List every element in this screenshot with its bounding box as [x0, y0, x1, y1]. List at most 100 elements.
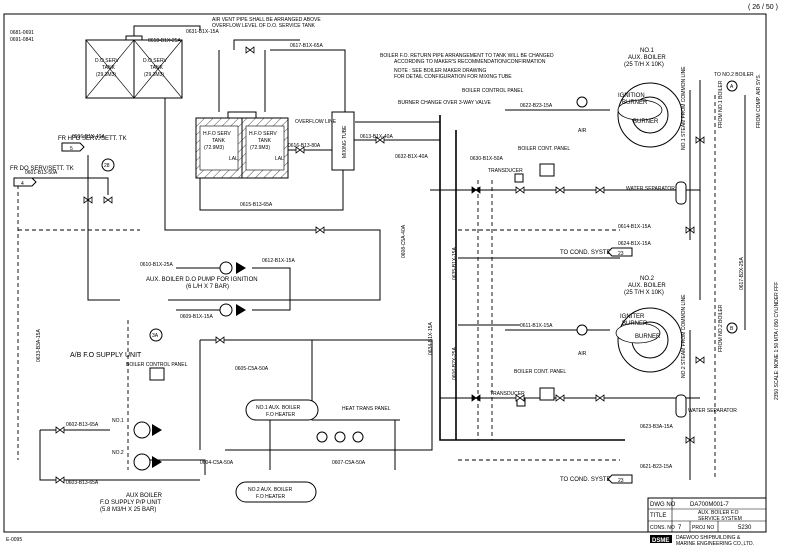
note-air-vent-1: AIR VENT PIPE SHALL BE ARRANGED ABOVE — [212, 17, 321, 23]
doc-ref-1: 0681-0691 — [10, 30, 34, 36]
hfo-serv-tank-1: H.F.O SERV TANK (72.9M3) LAL — [195, 117, 243, 179]
svg-text:(29.3M3): (29.3M3) — [96, 72, 116, 78]
svg-text:FROM NO.1 BOILER: FROM NO.1 BOILER — [718, 80, 724, 128]
svg-text:23: 23 — [618, 251, 624, 257]
fo-heater-2: NO.2 AUX. BOILER F.O HEATER — [235, 481, 317, 503]
to-cond-1: TO COND. SYSTEM — [560, 250, 616, 256]
line-0615 — [199, 170, 344, 211]
hfo-tank-top — [227, 111, 257, 119]
note-air-vent-2: OVERFLOW LEVEL OF D.O. SERVICE TANK — [212, 23, 316, 29]
svg-text:BURNER: BURNER — [622, 321, 648, 327]
svg-text:NO.2: NO.2 — [640, 276, 655, 282]
svg-text:(72.9M3): (72.9M3) — [250, 145, 270, 151]
svg-text:BURNER: BURNER — [622, 100, 648, 106]
note-maker-2: FOR DETAIL CONFIGURATION FOR MIXING TUBE — [394, 74, 512, 80]
svg-text:H.F.O SERV: H.F.O SERV — [249, 131, 277, 137]
svg-text:(29.3M3): (29.3M3) — [144, 72, 164, 78]
svg-text:0606-B2X-25A: 0606-B2X-25A — [452, 347, 458, 380]
svg-text:MIXING TUBE: MIXING TUBE — [342, 125, 348, 158]
svg-text:H.F.O SERV: H.F.O SERV — [203, 131, 231, 137]
line-0617 — [270, 49, 346, 112]
svg-text:0632-B1X-40A: 0632-B1X-40A — [395, 154, 428, 160]
svg-text:0616-B13-80A: 0616-B13-80A — [288, 143, 321, 149]
boiler-control-panel-1: BOILER CONTROL PANEL — [462, 88, 524, 94]
svg-text:7: 7 — [678, 525, 682, 531]
svg-text:0612-B1X-15A: 0612-B1X-15A — [262, 258, 295, 264]
svg-text:NO.1 AUX. BOILER: NO.1 AUX. BOILER — [256, 405, 301, 411]
svg-text:WATER SEPARATOR: WATER SEPARATOR — [626, 186, 675, 192]
svg-text:0617-B2X-25A: 0617-B2X-25A — [739, 257, 745, 290]
do-serv-tank-2: D.O SERV TANK (29.3M3) — [133, 39, 183, 99]
svg-text:LAL: LAL — [275, 156, 284, 162]
svg-text:TANK: TANK — [150, 65, 164, 71]
heat-trans-panel: HEAT TRANS PANEL — [342, 406, 391, 412]
water-separator-1: WATER SEPARATOR — [626, 181, 687, 205]
svg-text:D.O SERV: D.O SERV — [143, 58, 167, 64]
svg-text:0634-B1X-15A: 0634-B1X-15A — [428, 322, 434, 355]
svg-text:PROJ NO: PROJ NO — [692, 525, 714, 531]
note-return-2: ACCORDING TO MAKER'S RECOMMENDATION/CONF… — [394, 59, 546, 65]
fr-do-label: FR DO SERV/SETT. TK — [10, 166, 74, 172]
svg-text:0623-B3A-15A: 0623-B3A-15A — [640, 424, 673, 430]
svg-text:NO.1 STEAM FROM COMMON LINE: NO.1 STEAM FROM COMMON LINE — [681, 66, 687, 150]
svg-text:IGNITION: IGNITION — [618, 93, 645, 99]
do-line-loop — [164, 98, 381, 301]
svg-text:D.O SERV: D.O SERV — [95, 58, 119, 64]
tank-vent-head — [125, 35, 143, 41]
burner-change-valve: BURNER CHANGE OVER 3-WAY VALVE — [398, 100, 491, 106]
svg-text:0608-C5A-40A: 0608-C5A-40A — [401, 224, 407, 258]
ignition-pump-unit: AUX. BOILER D.O PUMP FOR IGNITION (6 L/H… — [146, 261, 291, 317]
svg-text:AUX. BOILER: AUX. BOILER — [628, 283, 666, 289]
supply-pump-label-2: F.O SUPPLY P/P UNIT — [100, 500, 161, 506]
svg-text:(25 T/H X 10K): (25 T/H X 10K) — [624, 290, 664, 296]
fr-hfo-label: FR HFO SERV./SETT. TK — [58, 136, 127, 142]
svg-text:0604-C5A-50A: 0604-C5A-50A — [200, 460, 234, 466]
svg-text:MARINE ENGINEERING CO.,LTD.: MARINE ENGINEERING CO.,LTD. — [676, 541, 754, 547]
svg-text:BURNER: BURNER — [633, 119, 659, 125]
line-fr-do — [30, 177, 109, 195]
svg-text:WATER SEPARATOR: WATER SEPARATOR — [688, 408, 737, 414]
note-return-1: BOILER F.O. RETURN PIPE ARRANGEMENT TO T… — [380, 53, 554, 59]
water-separator-2: WATER SEPARATOR — [675, 394, 737, 418]
svg-text:FROM COMP. AIR SYS.: FROM COMP. AIR SYS. — [756, 74, 762, 128]
footer-code: E-0095 — [6, 537, 22, 543]
svg-text:0618-B1X-25A: 0618-B1X-25A — [148, 38, 181, 44]
line-fr-hfo — [87, 155, 120, 301]
svg-text:AUX. BOILER D.O PUMP FOR IGNIT: AUX. BOILER D.O PUMP FOR IGNITION — [146, 277, 258, 283]
svg-text:0631-B1X-15A: 0631-B1X-15A — [186, 29, 219, 35]
svg-text:F.O HEATER: F.O HEATER — [266, 412, 295, 418]
svg-text:DWG NO: DWG NO — [650, 502, 676, 508]
supply-control-panel: BOILER CONTROL PANEL — [126, 362, 188, 368]
svg-text:NO.2 STEAM FROM COMMON LINE: NO.2 STEAM FROM COMMON LINE — [681, 294, 687, 378]
svg-text:(25 T/H X 10K): (25 T/H X 10K) — [624, 62, 664, 68]
supply-pump-2: NO.2 — [112, 450, 162, 471]
note-maker-1: NOTE : SEE BOILER MAKER DRAWING — [394, 68, 486, 74]
svg-text:0603-B13-65A: 0603-B13-65A — [66, 480, 99, 486]
overflow-label: OVERFLOW LINE — [295, 119, 337, 125]
return-main — [439, 115, 625, 441]
svg-text:DAEWOO SHIPBUILDING &: DAEWOO SHIPBUILDING & — [676, 535, 741, 541]
svg-text:0636-B1X-40A: 0636-B1X-40A — [72, 134, 105, 140]
svg-text:23: 23 — [618, 478, 624, 484]
svg-text:0611-B1X-15A: 0611-B1X-15A — [520, 323, 553, 329]
svg-text:NO.2 AUX. BOILER: NO.2 AUX. BOILER — [248, 487, 293, 493]
hfo-serv-tank-2: H.F.O SERV TANK (72.9M3) LAL — [241, 117, 289, 179]
svg-text:0617-B1X-65A: 0617-B1X-65A — [290, 43, 323, 49]
do-serv-tank-1: D.O SERV TANK (29.3M3) — [85, 39, 135, 99]
svg-text:NO.1: NO.1 — [112, 418, 124, 424]
svg-text:TANK: TANK — [258, 138, 272, 144]
ref-a: A — [730, 84, 734, 90]
svg-text:0624-B1X-15A: 0624-B1X-15A — [618, 241, 651, 247]
svg-text:DA700M001-7: DA700M001-7 — [690, 502, 729, 508]
svg-text:TANK: TANK — [102, 65, 116, 71]
air-vent-pipe — [133, 25, 201, 36]
ref-b: B — [730, 326, 734, 332]
doc-ref-2: 0691-0841 — [10, 37, 34, 43]
svg-text:0610-B1X-25A: 0610-B1X-25A — [140, 262, 173, 268]
svg-text:0633-B3A-15A: 0633-B3A-15A — [36, 329, 42, 362]
svg-text:5230: 5230 — [738, 525, 752, 531]
transducer-2: TRANSDUCER — [490, 391, 525, 397]
svg-text:TITLE: TITLE — [650, 513, 666, 519]
boiler-cont-panel-2: BOILER CONT. PANEL — [514, 369, 566, 375]
